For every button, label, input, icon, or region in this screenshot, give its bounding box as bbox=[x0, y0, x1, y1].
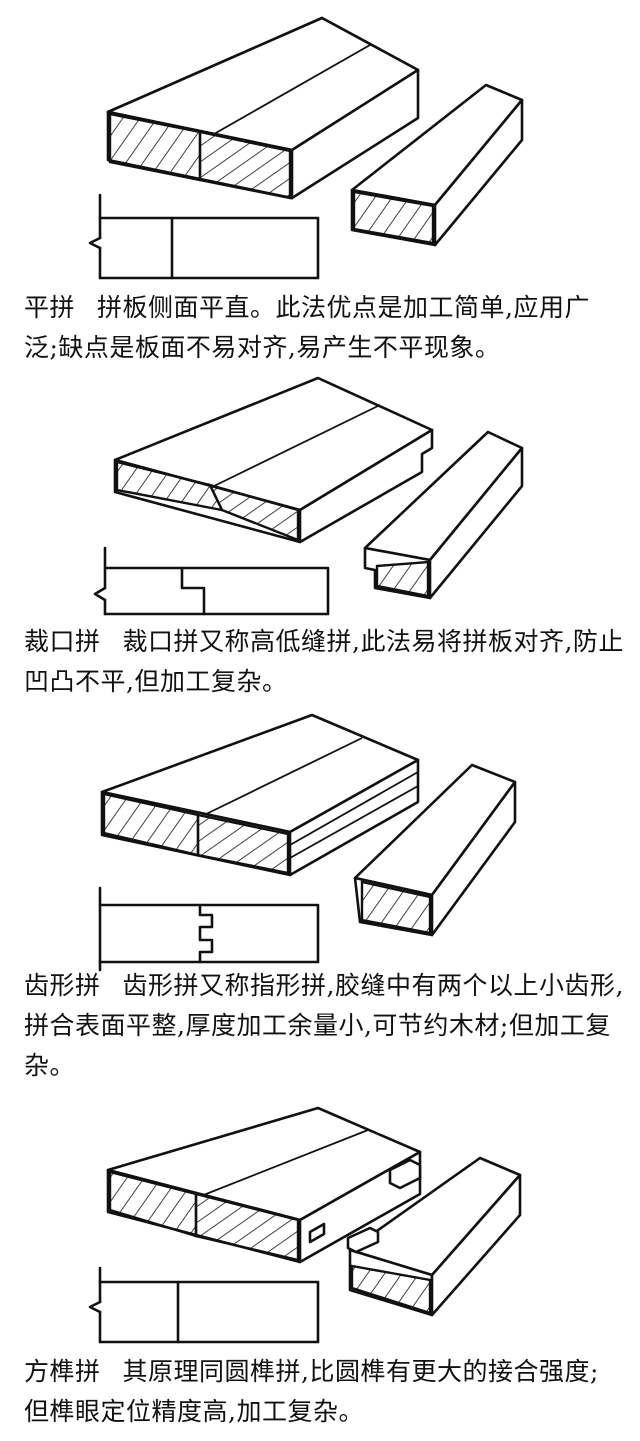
chixingpin-illustration bbox=[98, 713, 517, 972]
pingpin-loose-board-side bbox=[433, 98, 524, 247]
pingpin-illustration bbox=[88, 16, 524, 280]
pingpin-name: 平拼 bbox=[24, 293, 76, 322]
fangsunpin-text: 其原理同圆榫拼,比圆榫有更大的接合强度;但榫眼定位精度高,加工复杂。 bbox=[24, 1357, 599, 1426]
pingpin-profile bbox=[88, 193, 320, 280]
fangsunpin-name: 方榫拼 bbox=[24, 1357, 101, 1386]
caikoupin-caption: 裁口拼裁口拼又称高低缝拼,此法易将拼板对齐,防止凹凸不平,但加工复杂。 bbox=[24, 622, 624, 702]
pingpin-board-side bbox=[290, 68, 420, 200]
fangsunpin-mortise bbox=[308, 1222, 326, 1244]
fangsunpin-profile bbox=[88, 1266, 320, 1344]
caikoupin-loose-board-side bbox=[428, 446, 524, 600]
caikoupin-name: 裁口拼 bbox=[24, 627, 101, 656]
section-fangsunpin: 方榫拼其原理同圆榫拼,比圆榫有更大的接合强度;但榫眼定位精度高,加工复杂。 bbox=[0, 1090, 640, 1441]
chixingpin-name: 齿形拼 bbox=[24, 971, 101, 1000]
pingpin-caption: 平拼拼板侧面平直。此法优点是加工简单,应用广泛;缺点是板面不易对齐,易产生不平现… bbox=[24, 288, 624, 368]
chixingpin-caption: 齿形拼齿形拼又称指形拼,胶缝中有两个以上小齿形,拼合表面平整,厚度加工余量小,可… bbox=[24, 966, 624, 1086]
chixingpin-text: 齿形拼又称指形拼,胶缝中有两个以上小齿形,拼合表面平整,厚度加工余量小,可节约木… bbox=[24, 971, 624, 1080]
caikoupin-illustration bbox=[93, 376, 524, 616]
fangsunpin-illustration bbox=[88, 1106, 522, 1344]
chixingpin-board-side bbox=[288, 758, 420, 877]
section-chixingpin: 齿形拼齿形拼又称指形拼,胶缝中有两个以上小齿形,拼合表面平整,厚度加工余量小,可… bbox=[0, 710, 640, 1090]
caikoupin-board-side bbox=[298, 428, 434, 544]
section-pingpin: 平拼拼板侧面平直。此法优点是加工简单,应用广泛;缺点是板面不易对齐,易产生不平现… bbox=[0, 0, 640, 370]
fangsunpin-loose-tenon bbox=[346, 1226, 380, 1254]
chixingpin-loose-board-side bbox=[430, 780, 517, 937]
fangsunpin-caption: 方榫拼其原理同圆榫拼,比圆榫有更大的接合强度;但榫眼定位精度高,加工复杂。 bbox=[24, 1352, 624, 1432]
chixingpin-profile bbox=[98, 886, 320, 972]
fangsunpin-tenon bbox=[388, 1158, 422, 1190]
pingpin-text: 拼板侧面平直。此法优点是加工简单,应用广泛;缺点是板面不易对齐,易产生不平现象。 bbox=[24, 293, 590, 362]
caikoupin-text: 裁口拼又称高低缝拼,此法易将拼板对齐,防止凹凸不平,但加工复杂。 bbox=[24, 627, 624, 696]
section-caikoupin: 裁口拼裁口拼又称高低缝拼,此法易将拼板对齐,防止凹凸不平,但加工复杂。 bbox=[0, 370, 640, 710]
caikoupin-profile bbox=[93, 546, 330, 616]
fangsunpin-loose-board-side bbox=[430, 1173, 522, 1317]
